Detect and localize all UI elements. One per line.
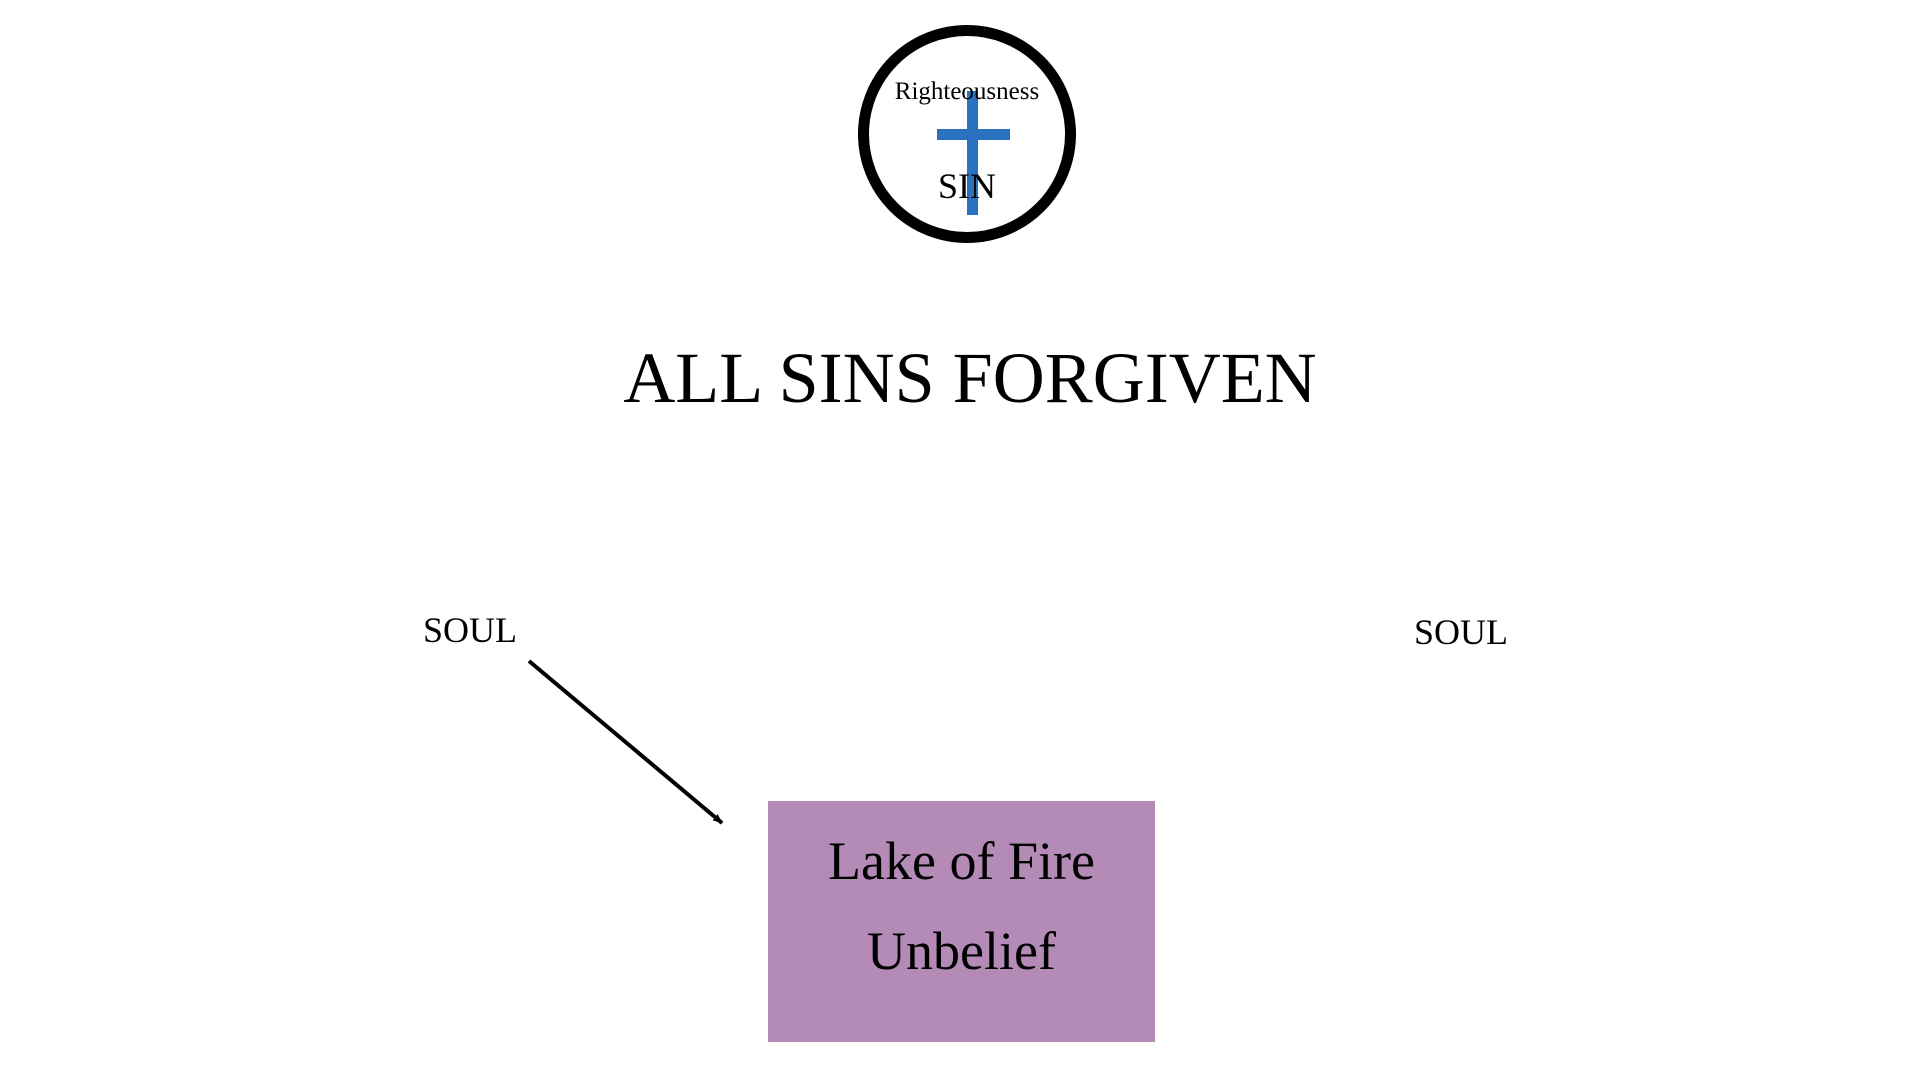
soul-label-left: SOUL <box>423 610 518 650</box>
lake-of-fire-box: Lake of Fire Unbelief <box>768 801 1155 1042</box>
lake-of-fire-label: Lake of Fire <box>828 831 1095 891</box>
cross-icon <box>937 91 1010 215</box>
page-heading: ALL SINS FORGIVEN <box>623 338 1317 418</box>
arrow-line <box>527 659 724 825</box>
righteousness-circle: Righteousness SIN <box>858 25 1076 243</box>
sin-label: SIN <box>937 166 996 206</box>
righteousness-label: Righteousness <box>894 78 1040 105</box>
unbelief-label: Unbelief <box>867 921 1056 981</box>
soul-label-right: SOUL <box>1414 612 1509 652</box>
